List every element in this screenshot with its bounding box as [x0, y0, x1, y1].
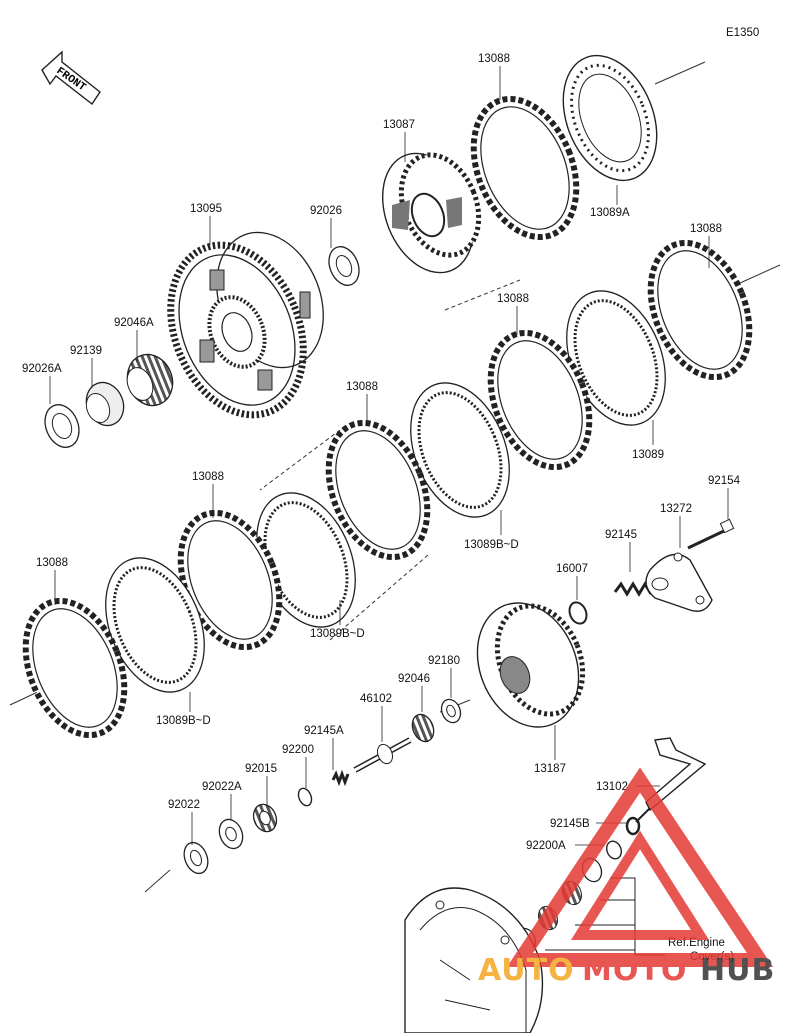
circlip-16007 [568, 601, 588, 625]
washer-92200A [605, 840, 623, 860]
washer-92200 [297, 787, 313, 807]
spring-92145 [613, 581, 653, 597]
front-arrow-icon: FRONT [41, 50, 101, 106]
label-13272: 13272 [660, 503, 692, 515]
label-13088-right: 13088 [690, 223, 722, 235]
label-92180: 92180 [428, 655, 460, 667]
watermark-moto: MOTO [582, 953, 687, 988]
label-13088-left: 13088 [192, 471, 224, 483]
label-13088-top: 13088 [478, 53, 510, 65]
pushrod-46102 [353, 737, 412, 773]
diagram-code: E1350 [726, 27, 759, 39]
label-16007: 16007 [556, 563, 588, 575]
leader-lines [49, 66, 729, 846]
label-13089: 13089 [632, 449, 664, 461]
label-92145: 92145 [605, 529, 637, 541]
label-46102: 46102 [360, 693, 392, 705]
pressure-plate-13187 [476, 602, 586, 728]
friction-plate-13088-top [470, 95, 580, 241]
label-13102: 13102 [596, 781, 628, 793]
watermark-hub: HUB [700, 953, 775, 988]
steel-plate-13089BD-center [410, 382, 510, 518]
label-92046: 92046 [398, 673, 430, 685]
label-13087: 13087 [383, 119, 415, 131]
steel-plate-13089BD-left [256, 492, 356, 628]
washer-92180 [440, 698, 462, 724]
label-92145B: 92145B [550, 818, 590, 830]
label-92022: 92022 [168, 799, 200, 811]
label-92154: 92154 [708, 475, 741, 487]
label-13089BD-center: 13089B~D [464, 539, 519, 551]
label-13089BD-far: 13089B~D [156, 715, 211, 727]
washer-92022A [218, 818, 244, 850]
steel-plate-13089A [562, 54, 658, 182]
label-92139: 92139 [70, 345, 102, 357]
collar-92139 [85, 381, 125, 427]
friction-plate-13088-center [325, 419, 431, 561]
label-13088-center: 13088 [346, 381, 378, 393]
clutch-housing-13095 [167, 231, 324, 419]
bolt-92154 [687, 518, 735, 550]
lever-13102 [635, 737, 707, 823]
clutch-hub-13087 [381, 152, 482, 274]
label-92145A: 92145A [304, 725, 344, 737]
spring-92145A [331, 769, 350, 787]
label-13088-far: 13088 [36, 557, 68, 569]
watermark-auto: AUTO [478, 953, 575, 988]
steel-plate-13089 [566, 290, 666, 426]
friction-plate-13088-left [177, 509, 283, 651]
label-92015: 92015 [245, 763, 277, 775]
nut-92015 [252, 803, 278, 833]
label-13088-mid: 13088 [497, 293, 529, 305]
automotohub-logo: AUTO MOTO HUB [478, 767, 775, 988]
steel-plate-13089BD-far [105, 557, 205, 693]
friction-plate-13088-far [22, 597, 128, 739]
label-92200A: 92200A [526, 840, 566, 852]
label-92022A: 92022A [202, 781, 242, 793]
label-13095: 13095 [190, 203, 222, 215]
bearing-92046 [411, 713, 435, 743]
label-92026A: 92026A [22, 363, 62, 375]
label-13187: 13187 [534, 763, 566, 775]
washer-92026A [44, 404, 80, 448]
needle-bearing-92046A [126, 353, 174, 407]
label-92046A: 92046A [114, 317, 154, 329]
washer-92022 [183, 841, 209, 875]
label-92026: 92026 [310, 205, 342, 217]
plate-13272 [645, 552, 713, 612]
washer-92026 [328, 246, 360, 286]
friction-plate-13088-right [647, 239, 753, 381]
friction-plate-13088-mid [487, 329, 593, 471]
label-13089BD-left: 13089B~D [310, 628, 365, 640]
label-92200: 92200 [282, 744, 314, 756]
spring-92145B [625, 816, 641, 836]
label-13089A: 13089A [590, 207, 630, 219]
